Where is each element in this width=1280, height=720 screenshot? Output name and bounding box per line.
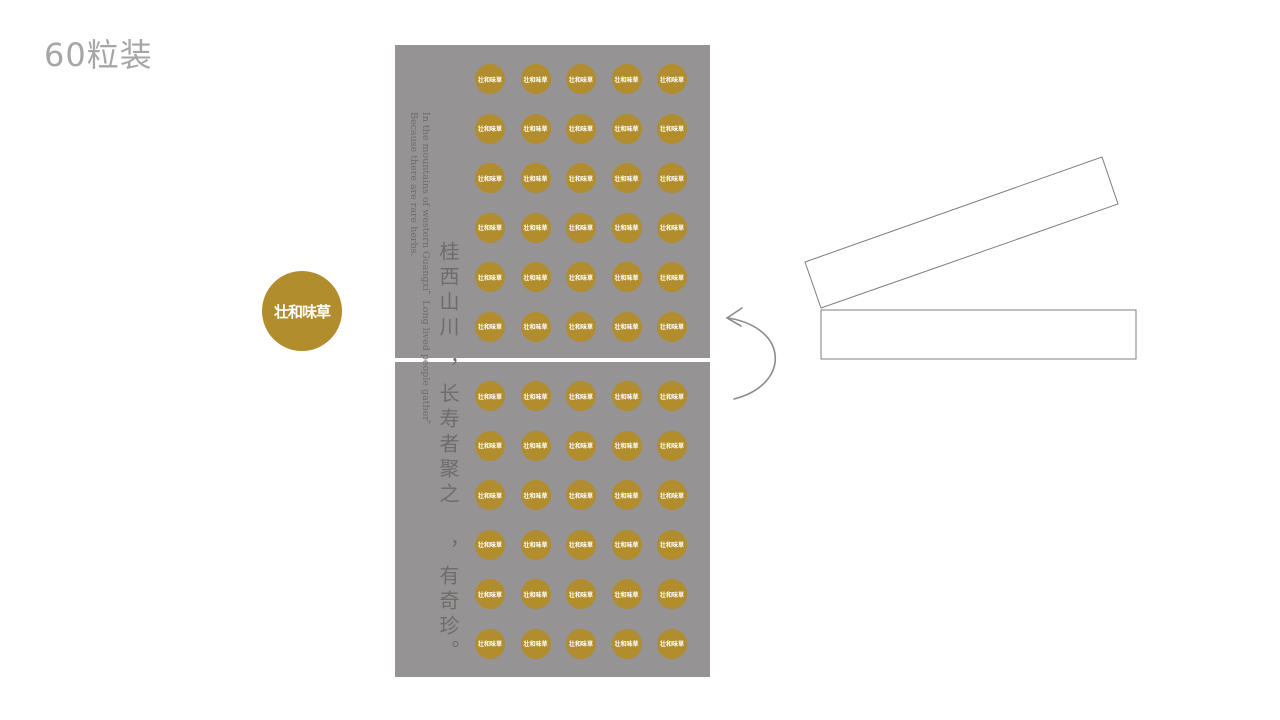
pill-logo: 壮和味草 xyxy=(657,64,687,94)
pill-logo: 壮和味草 xyxy=(475,212,505,243)
pill-logo: 壮和味草 xyxy=(566,430,596,461)
pill-logo: 壮和味草 xyxy=(657,529,687,560)
pill-logo: 壮和味草 xyxy=(611,64,642,94)
pill-logo: 壮和味草 xyxy=(520,311,551,342)
pill-logo: 壮和味草 xyxy=(657,212,687,243)
pill-logo: 壮和味草 xyxy=(520,430,551,461)
chinese-text-line1: 桂西山川 xyxy=(436,241,460,341)
pill-logo: 壮和味草 xyxy=(611,163,642,193)
pill-logo: 壮和味草 xyxy=(520,381,551,411)
pill-logo: 壮和味草 xyxy=(611,480,642,510)
pill-logo: 壮和味草 xyxy=(475,262,505,292)
curved-arrow-left-icon xyxy=(725,307,777,400)
pill-logo: 壮和味草 xyxy=(566,212,596,243)
pill-grid-top: 壮和味草壮和味草壮和味草壮和味草壮和味草壮和味草壮和味草壮和味草壮和味草壮和味草… xyxy=(475,64,687,342)
pill-logo: 壮和味草 xyxy=(475,113,505,144)
box-base-outline xyxy=(820,309,1137,360)
pill-logo: 壮和味草 xyxy=(520,529,551,560)
chinese-text-line2: ，长寿者聚之 xyxy=(436,358,460,508)
pill-logo: 壮和味草 xyxy=(566,163,596,193)
pill-logo: 壮和味草 xyxy=(520,113,551,144)
pill-logo: 壮和味草 xyxy=(520,163,551,193)
pill-logo: 壮和味草 xyxy=(566,64,596,94)
pill-logo: 壮和味草 xyxy=(475,381,505,411)
pill-logo: 壮和味草 xyxy=(611,430,642,461)
pill-logo: 壮和味草 xyxy=(566,113,596,144)
pill-logo: 壮和味草 xyxy=(475,579,505,609)
pill-logo: 壮和味草 xyxy=(520,212,551,243)
pill-logo: 壮和味草 xyxy=(475,430,505,461)
english-text-line1: In the mountains of western Guangxi，Long… xyxy=(420,112,431,431)
pill-logo: 壮和味草 xyxy=(566,628,596,659)
pill-grid-bottom: 壮和味草壮和味草壮和味草壮和味草壮和味草壮和味草壮和味草壮和味草壮和味草壮和味草… xyxy=(475,381,687,659)
pill-logo: 壮和味草 xyxy=(657,579,687,609)
pill-logo: 壮和味草 xyxy=(475,311,505,342)
pill-logo: 壮和味草 xyxy=(520,262,551,292)
pill-logo: 壮和味草 xyxy=(657,311,687,342)
pill-logo: 壮和味草 xyxy=(611,262,642,292)
pill-logo: 壮和味草 xyxy=(657,430,687,461)
pill-logo: 壮和味草 xyxy=(475,628,505,659)
page-title: 60粒装 xyxy=(44,36,153,74)
pill-logo: 壮和味草 xyxy=(566,311,596,342)
pill-logo: 壮和味草 xyxy=(657,262,687,292)
pill-logo: 壮和味草 xyxy=(566,381,596,411)
pill-logo: 壮和味草 xyxy=(566,529,596,560)
pill-logo: 壮和味草 xyxy=(611,529,642,560)
pill-logo: 壮和味草 xyxy=(566,262,596,292)
pill-logo: 壮和味草 xyxy=(611,628,642,659)
pill-logo: 壮和味草 xyxy=(475,529,505,560)
pill-logo: 壮和味草 xyxy=(657,628,687,659)
box-lid-outline xyxy=(804,156,1119,309)
pill-logo: 壮和味草 xyxy=(475,163,505,193)
pill-logo: 壮和味草 xyxy=(657,163,687,193)
pill-logo: 壮和味草 xyxy=(611,579,642,609)
package-bottom-panel: 壮和味草壮和味草壮和味草壮和味草壮和味草壮和味草壮和味草壮和味草壮和味草壮和味草… xyxy=(395,362,710,677)
pill-logo: 壮和味草 xyxy=(566,579,596,609)
pill-logo: 壮和味草 xyxy=(566,480,596,510)
package-top-panel: 壮和味草壮和味草壮和味草壮和味草壮和味草壮和味草壮和味草壮和味草壮和味草壮和味草… xyxy=(395,45,710,358)
pill-logo: 壮和味草 xyxy=(475,480,505,510)
english-text-line2: Because there are rare herbs. xyxy=(408,112,419,257)
pill-logo: 壮和味草 xyxy=(611,381,642,411)
brand-logo-large: 壮和味草 xyxy=(262,271,342,351)
pill-logo: 壮和味草 xyxy=(520,64,551,94)
pill-logo: 壮和味草 xyxy=(520,579,551,609)
pill-logo: 壮和味草 xyxy=(657,113,687,144)
pill-logo: 壮和味草 xyxy=(520,480,551,510)
pill-logo: 壮和味草 xyxy=(611,212,642,243)
pill-logo: 壮和味草 xyxy=(657,381,687,411)
pill-logo: 壮和味草 xyxy=(520,628,551,659)
pill-logo: 壮和味草 xyxy=(611,113,642,144)
chinese-text-line3: ，有奇珍。 xyxy=(436,540,460,665)
pill-logo: 壮和味草 xyxy=(657,480,687,510)
pill-logo: 壮和味草 xyxy=(611,311,642,342)
pill-logo: 壮和味草 xyxy=(475,64,505,94)
